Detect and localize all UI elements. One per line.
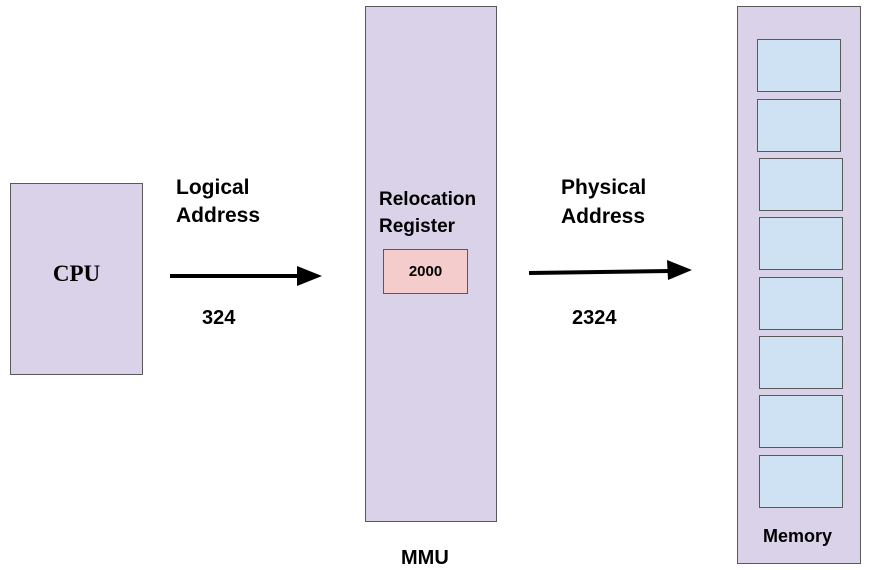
relocation-register-label-line1: Relocation: [379, 189, 477, 210]
memory-cell: [759, 217, 843, 270]
logical-address-value: 324: [202, 307, 236, 329]
logical-address-arrow-head: [297, 266, 322, 286]
relocation-register-value: 2000: [408, 263, 443, 280]
cpu-block: CPU: [10, 183, 143, 375]
physical-address-arrow-shaft: [528, 269, 671, 275]
mmu-label: MMU: [401, 547, 449, 569]
memory-label: Memory: [763, 526, 833, 546]
memory-cell: [757, 99, 841, 152]
memory-cell: [757, 39, 841, 92]
physical-address-arrow-head: [667, 260, 692, 280]
memory-cell: [759, 158, 843, 211]
relocation-register-label-line2: Register: [379, 216, 456, 237]
memory-cell: [759, 395, 843, 448]
memory-cell: [759, 336, 843, 389]
memory-cell: [759, 277, 843, 330]
physical-address-label-line1: Physical: [561, 176, 647, 199]
cpu-label: CPU: [52, 261, 101, 286]
logical-address-label-line1: Logical: [176, 176, 250, 199]
physical-address-value: 2324: [572, 307, 617, 329]
logical-address-label-line2: Address: [176, 204, 261, 227]
memory-cell: [759, 455, 843, 508]
relocation-register-box: 2000: [383, 249, 468, 294]
physical-address-label-line2: Address: [561, 205, 646, 228]
